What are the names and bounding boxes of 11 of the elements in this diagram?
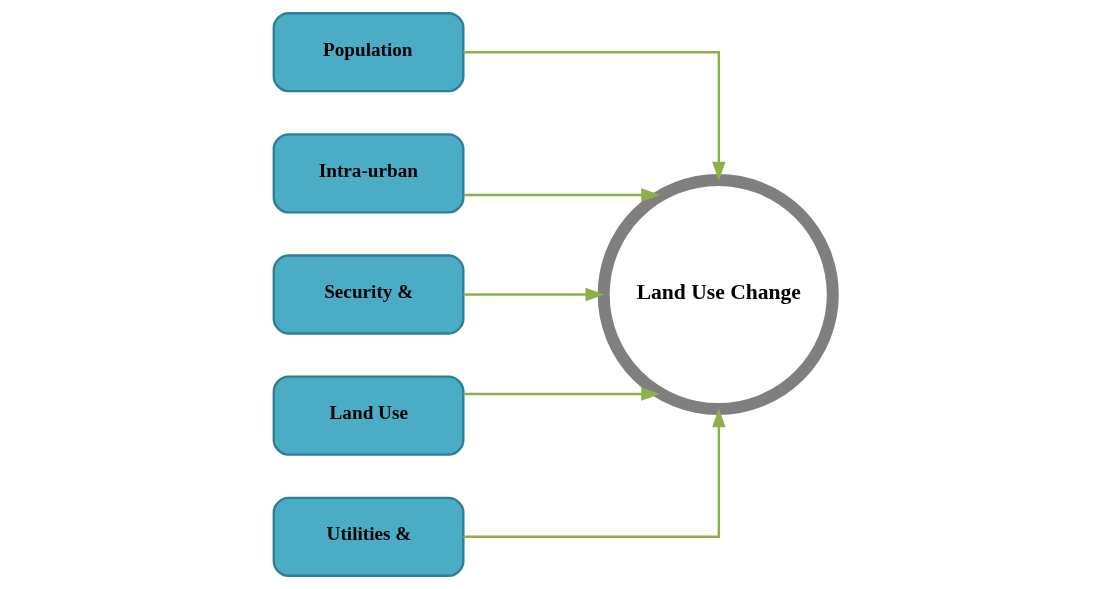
arrow xyxy=(463,287,605,302)
node-box: Utilities & xyxy=(272,496,465,577)
node-box: Population xyxy=(272,12,465,93)
node-circle: Land Use Change xyxy=(597,173,839,416)
node-box: Land Use xyxy=(272,375,465,456)
arrow xyxy=(462,408,726,539)
arrow xyxy=(462,51,726,181)
node-box: Intra-urban xyxy=(272,133,465,214)
arrow xyxy=(463,387,660,401)
arrow xyxy=(463,188,660,202)
node-box: Security & xyxy=(272,254,465,335)
